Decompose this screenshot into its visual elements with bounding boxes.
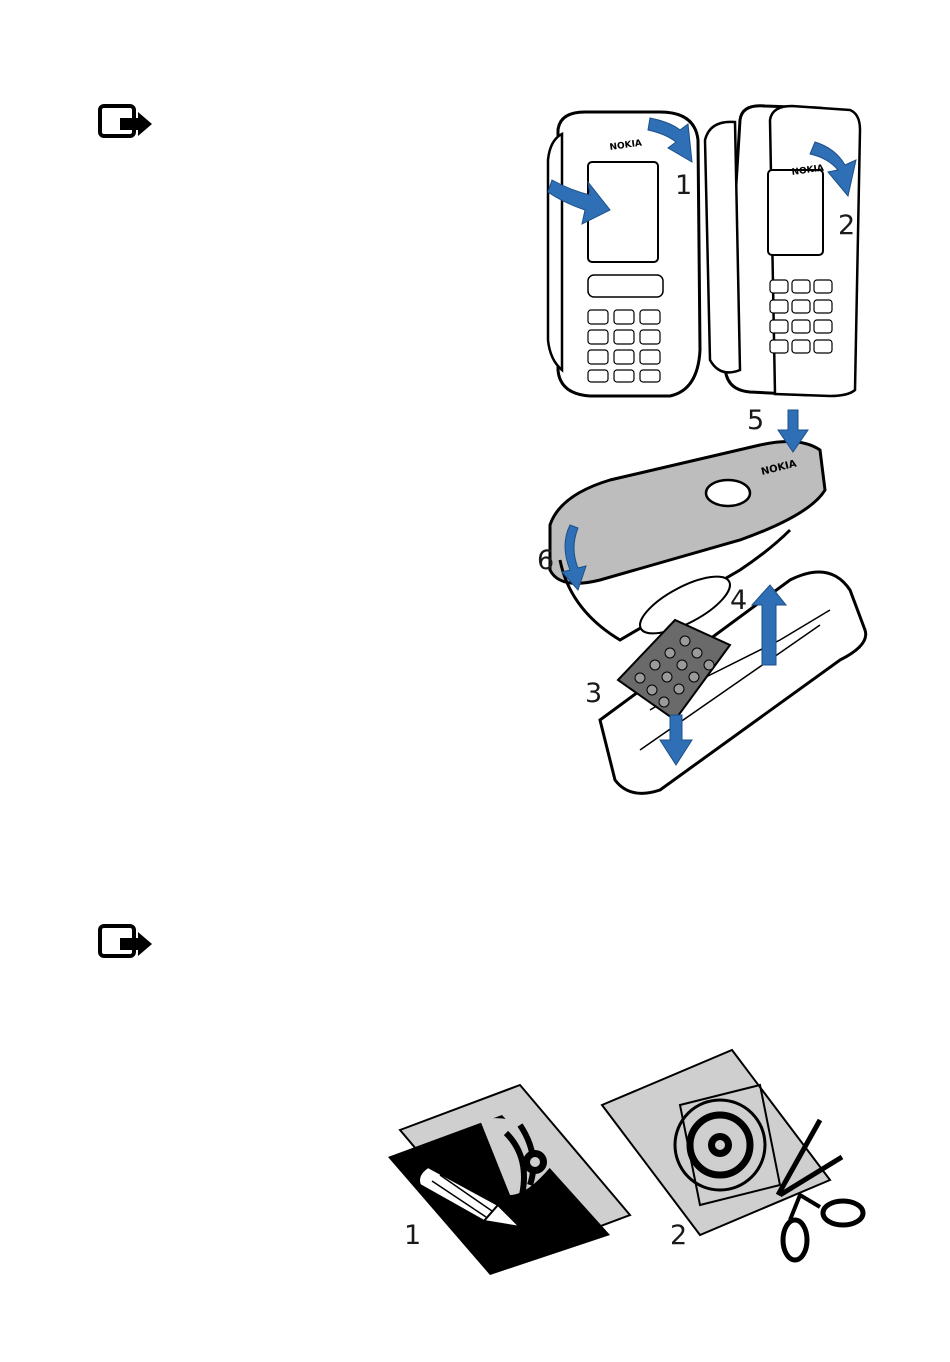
phone-front-illustration: NOKIA xyxy=(548,112,700,396)
step-label: 5 xyxy=(747,405,764,436)
step-label: 6 xyxy=(537,545,554,576)
step-label: 4 xyxy=(730,585,747,616)
template-trace-illustration xyxy=(388,1085,630,1275)
step-label: 1 xyxy=(404,1220,421,1251)
step-label: 2 xyxy=(838,210,855,241)
template-cutout-illustration xyxy=(380,1045,880,1275)
step-label: 2 xyxy=(670,1220,687,1251)
template-cut-illustration xyxy=(602,1050,863,1260)
note-icon xyxy=(98,104,154,142)
note-icon xyxy=(98,924,154,962)
step-label: 3 xyxy=(585,678,602,709)
step-label: 1 xyxy=(675,170,692,201)
phone-open-illustration: NOKIA xyxy=(705,106,860,396)
